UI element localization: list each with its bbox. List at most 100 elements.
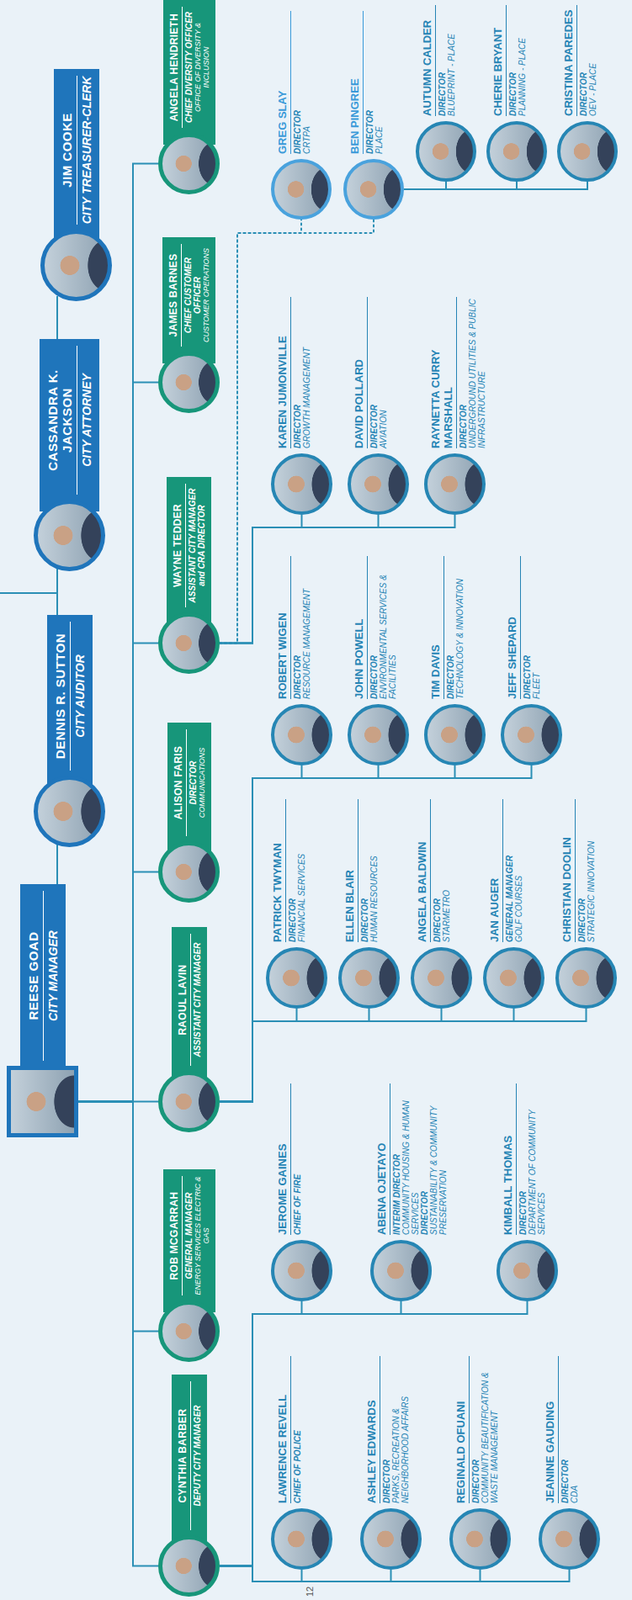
person-node: RAYNETTA CURRY MARSHALLDIRECTORUNDERGROU… [424,297,487,516]
portrait-photo [424,453,486,516]
person-name: AUTUMN CALDER [420,5,436,117]
person-name: JIM COOKE [59,75,78,225]
department: CRTPA [302,10,312,155]
portrait-photo [33,775,106,848]
person-name: LAWRENCE REVELL [276,1356,292,1504]
job-title: DIRECTOR [577,799,587,943]
person-text: LAWRENCE REVELLCHIEF OF POLICE [270,1356,303,1504]
person-name: CASSANDRA K. JACKSON [45,345,78,495]
person-text: JAN AUGERGENERAL MANAGERGOLF COURSES [483,799,524,943]
person-node: REGINALD OFUANIDIRECTORCOMMUNITY BEAUTIF… [449,1356,511,1571]
person-name: ABENA OJETAYO [375,1083,391,1236]
portrait-photo [347,704,409,766]
department: AVIATION [378,297,388,449]
job-title: GENERAL MANAGER [184,1176,194,1296]
reporting-line [219,765,456,1103]
job-title: DIRECTOR [365,10,375,155]
department: CUSTOMER OPERATIONS [201,244,211,347]
person-name: JEFF SHEPARD [505,556,521,700]
portrait-photo [6,1066,79,1138]
job-title: DIRECTOR [522,556,532,700]
title-box: WAYNE TEDDERASSISTANT CITY MANAGER and C… [166,477,212,625]
portrait-photo [360,1508,422,1571]
person-node: ABENA OJETAYOINTERIM DIRECTORCOMMUNITY H… [370,1083,448,1302]
person-text: DAVID POLLARDDIRECTORAVIATION [347,297,388,449]
person-name: ROBERT WIGEN [276,556,292,700]
title-box: ALISON FARISDIRECTORCOMMUNICATIONS [167,722,212,854]
portrait-photo [158,1071,220,1133]
department: GROWTH MANAGEMENT [302,297,312,449]
job-title: DIRECTOR [471,1356,481,1504]
reporting-line [219,1009,370,1103]
person-node: KIMBALL THOMASDIRECTORDEPARTMENT OF COMM… [496,1083,558,1302]
portrait-photo [370,1240,432,1302]
person-text: JEFF SHEPARDDIRECTORFLEET [500,556,542,700]
reporting-line [78,1102,159,1333]
title-box: CASSANDRA K. JACKSONCITY ATTORNEY [39,339,100,512]
department: COMMUNITY HOUSING & HUMAN SERVICES [401,1083,420,1236]
department: PLACE [374,10,384,155]
job-title: GENERAL MANAGER [504,799,515,943]
person-node: CRISTINA PAREDESDIRECTOROEV - PLACE [557,5,618,182]
job-title: CHIEF OF POLICE [292,1356,303,1504]
person-text: JEANINE GAUDINGDIRECTORCDA [538,1356,579,1504]
person-text: KAREN JUMONVILLEDIRECTORGROWTH MANAGEMEN… [270,297,312,449]
job-title: DIRECTOR [287,799,298,943]
job-title: DIRECTOR [437,5,447,117]
reporting-line [219,765,303,1103]
person-text: ELLEN BLAIRDIRECTORHUMAN RESOURCES [338,799,379,943]
department: HUMAN RESOURCES [369,799,379,943]
official-node: DENNIS R. SUTTONCITY AUDITOR [33,615,106,848]
department: STRATEGIC INNOVATION [586,799,596,943]
portrait-photo [158,841,220,903]
person-name: ANGELA HENDRIETH [168,6,183,128]
person-name: TIM DAVIS [429,556,445,700]
portrait-photo [500,704,563,766]
portrait-photo [555,947,617,1010]
reporting-line [219,1566,303,1583]
portrait-photo [496,1240,558,1302]
job-title: CITY ATTORNEY [79,345,94,495]
reporting-line [219,219,374,644]
manager-node: CYNTHIA BARBERDEPUTY CITY MANAGER [158,1375,220,1598]
reporting-line [219,1009,587,1103]
person-name: REESE GOAD [26,891,44,1062]
person-name: RAOUL LAVIN [176,934,192,1067]
person-name: ASHLEY EDWARDS [365,1356,381,1504]
person-name: CYNTHIA BARBER [176,1381,192,1531]
person-name: ROB MCGARRAH [168,1176,183,1296]
person-node: JAN AUGERGENERAL MANAGERGOLF COURSES [483,799,545,1010]
job-title: ASSISTANT CITY MANAGER and CRA DIRECTOR [187,483,207,608]
manager-node: WAYNE TEDDERASSISTANT CITY MANAGER and C… [158,477,220,675]
person-name: ELLEN BLAIR [343,799,359,943]
page-number: 12 [304,1587,315,1598]
job-title: ASSISTANT CITY MANAGER [192,934,202,1067]
portrait-photo [270,159,332,220]
person-node: DAVID POLLARDDIRECTORAVIATION [347,297,409,516]
person-name: CHERIE BRYANT [491,5,507,117]
department: GOLF COURSES [514,799,524,943]
job-title: DIRECTOR [560,1356,570,1504]
person-name: ALISON FARIS [172,729,187,837]
job-title: DIRECTOR [360,799,370,943]
title-box: REESE GOADCITY MANAGER [20,884,66,1079]
official-node: CASSANDRA K. JACKSONCITY ATTORNEY [33,339,106,572]
person-node: JEANINE GAUDINGDIRECTORCDA [538,1356,601,1571]
job-title: DIRECTOR [518,1083,528,1236]
department: SUSTAINABILITY & COMMUNITY PRESERVATION [429,1083,448,1236]
portrait-photo [415,121,477,182]
person-text: BEN PINGREEDIRECTORPLACE [343,10,384,155]
portrait-photo [347,453,409,516]
reporting-line [219,219,302,644]
person-name: WAYNE TEDDER [171,483,186,608]
person-name: DENNIS R. SUTTON [53,621,71,771]
person-node: TIM DAVISDIRECTORTECHNOLOGY & INNOVATION [424,556,486,766]
portrait-photo [424,704,486,766]
department: UNDERGROUND UTILITIES & PUBLIC INFRASTRU… [467,297,487,449]
title-box: ROB MCGARRAHGENERAL MANAGERENERGY SERVIC… [163,1169,216,1313]
person-name: JAMES BARNES [167,244,182,347]
department: PARKS, RECREATION & NEIGHBORHOOD AFFAIRS [391,1356,410,1504]
person-node: CHERIE BRYANTDIRECTORPLANNING - PLACE [486,5,548,182]
reporting-line [219,515,303,644]
portrait-photo [33,499,106,572]
